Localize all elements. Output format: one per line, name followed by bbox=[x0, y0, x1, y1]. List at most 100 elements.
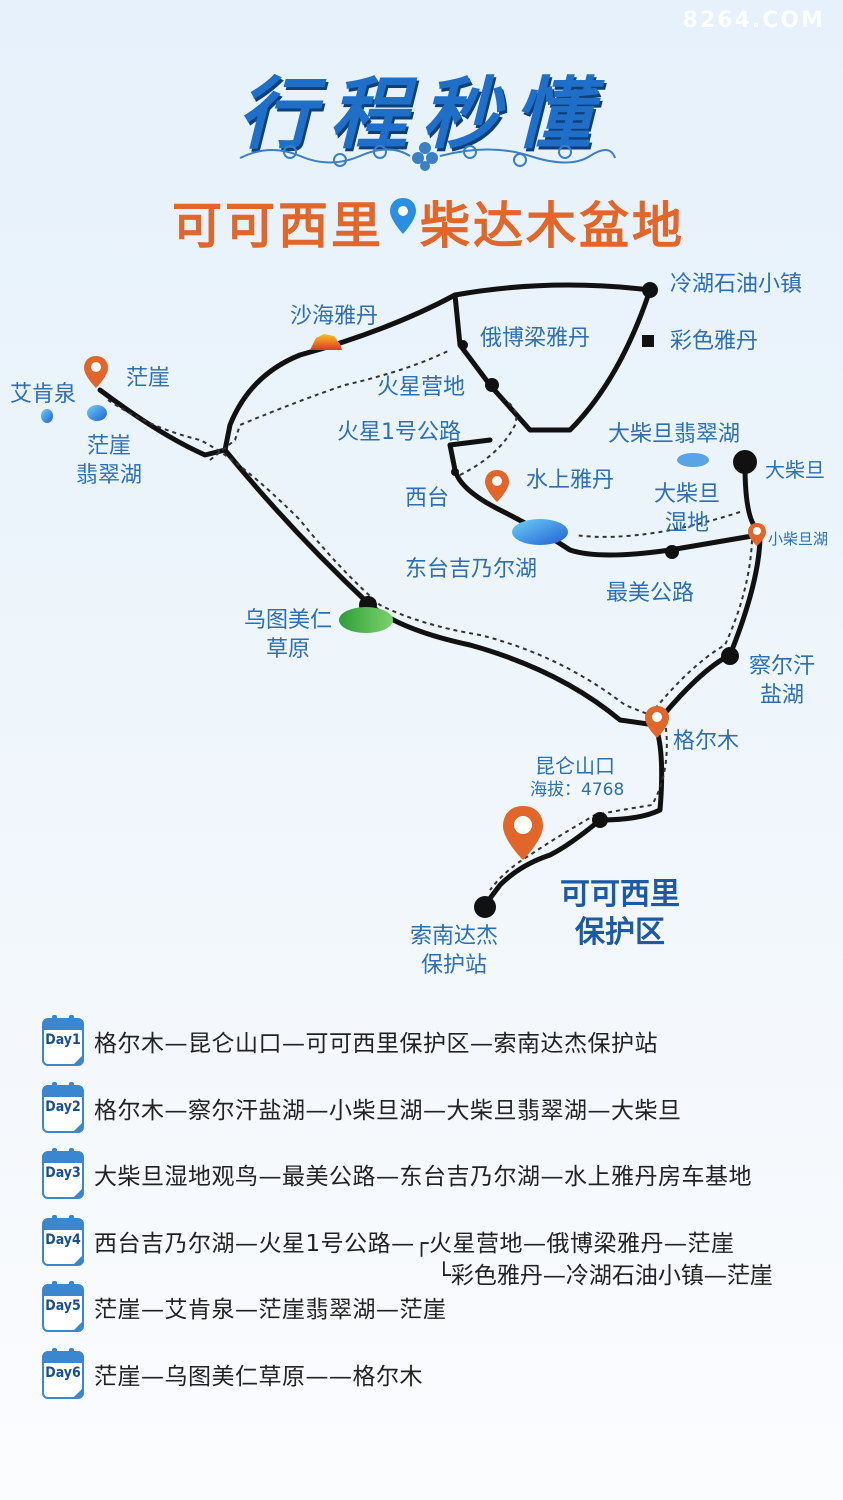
location-pin-icon bbox=[748, 523, 766, 546]
subtitle-right: 柴达木盆地 bbox=[420, 197, 685, 255]
day-label: Day3 bbox=[45, 1165, 81, 1181]
lake-icon bbox=[512, 519, 568, 545]
itinerary-route-alt: └彩色雅丹—冷湖石油小镇—茫崖 bbox=[437, 1263, 773, 1289]
calendar-icon: Day5 bbox=[42, 1281, 84, 1332]
itinerary-row-day4: Day4 西台吉乃尔湖—火星1号公路—┌火星营地—俄博梁雅丹—茫崖 └彩色雅丹—… bbox=[42, 1215, 832, 1289]
itinerary-row-day6: Day6 茫崖—乌图美仁草原——格尔木 bbox=[42, 1348, 832, 1401]
day-label: Day6 bbox=[45, 1365, 81, 1381]
location-pin-icon bbox=[503, 806, 543, 860]
day-label: Day2 bbox=[45, 1099, 81, 1115]
label-chaerhan: 察尔汗 盐湖 bbox=[742, 652, 822, 710]
label-line: 保护区 bbox=[575, 915, 665, 950]
label-huoxing-road: 火星1号公路 bbox=[337, 420, 461, 445]
label-geermu: 格尔木 bbox=[673, 729, 740, 754]
itinerary-route: 茫崖—艾肯泉—茫崖翡翠湖—茫崖 bbox=[94, 1297, 447, 1323]
label-suonan: 索南达杰 保护站 bbox=[398, 922, 510, 980]
label-line: 索南达杰 bbox=[409, 924, 498, 949]
location-pin-icon bbox=[390, 198, 416, 234]
itinerary-route: 西台吉乃尔湖—火星1号公路—┌火星营地—俄博梁雅丹—茫崖 bbox=[94, 1231, 735, 1257]
label-caise: 彩色雅丹 bbox=[670, 329, 759, 354]
label-line: 盐湖 bbox=[759, 683, 804, 708]
itinerary-row-day3: Day3 大柴旦湿地观鸟—最美公路—东台吉乃尔湖—水上雅丹房车基地 bbox=[42, 1148, 832, 1201]
page-title: 行程秒懂 bbox=[237, 70, 606, 160]
lake-icon bbox=[677, 453, 709, 467]
itinerary-route: 大柴旦湿地观鸟—最美公路—东台吉乃尔湖—水上雅丹房车基地 bbox=[94, 1164, 752, 1190]
label-aikenquan: 艾肯泉 bbox=[10, 382, 77, 407]
label-xiaochaidan: 小柴旦湖 bbox=[768, 530, 829, 548]
label-line: 湿地 bbox=[664, 511, 709, 536]
node-wetland bbox=[665, 545, 679, 559]
route-map bbox=[41, 282, 766, 918]
itinerary-route: 格尔木—察尔汗盐湖—小柴旦湖—大柴旦翡翠湖—大柴旦 bbox=[94, 1098, 682, 1124]
node-caise bbox=[642, 335, 654, 347]
label-line: 察尔汗 bbox=[748, 654, 815, 679]
label-mangya-lake: 茫崖 翡翠湖 bbox=[64, 432, 154, 490]
floral-divider bbox=[239, 142, 616, 171]
label-dongtai: 东台吉乃尔湖 bbox=[405, 557, 538, 582]
location-pin-icon bbox=[485, 470, 509, 502]
route-segment bbox=[222, 447, 658, 728]
label-line: 乌图美仁 bbox=[243, 608, 332, 633]
day-label: Day4 bbox=[45, 1232, 81, 1248]
location-pins bbox=[84, 356, 766, 860]
node-chaerhan bbox=[721, 647, 739, 665]
clover-icon bbox=[412, 142, 438, 171]
dotted-route bbox=[107, 349, 753, 891]
label-wetland: 大柴旦 湿地 bbox=[645, 480, 729, 538]
itinerary-route: 茫崖—乌图美仁草原——格尔木 bbox=[94, 1364, 423, 1390]
itinerary-route: 格尔木—昆仑山口—可可西里保护区—索南达杰保护站 bbox=[94, 1031, 658, 1057]
label-zuimei: 最美公路 bbox=[606, 581, 695, 606]
label-huoxing-camp: 火星营地 bbox=[377, 375, 466, 400]
label-dachaidan-lake: 大柴旦翡翠湖 bbox=[608, 422, 741, 447]
grassland-icon bbox=[339, 607, 393, 633]
subtitle-left: 可可西里 bbox=[172, 197, 384, 255]
label-line: 翡翠湖 bbox=[75, 463, 142, 488]
node-huoxing-camp bbox=[485, 378, 499, 392]
route-segment bbox=[222, 282, 653, 453]
route-nodes bbox=[359, 282, 757, 918]
label-kunlun: 昆仑山口 bbox=[535, 754, 615, 778]
label-shahai: 沙海雅丹 bbox=[290, 304, 379, 329]
label-line: 草原 bbox=[265, 637, 310, 662]
watermark: 8264.COM bbox=[682, 8, 825, 33]
node-dachaidan bbox=[733, 450, 757, 474]
label-wutu: 乌图美仁 草原 bbox=[232, 606, 344, 664]
label-line: 保护站 bbox=[420, 953, 487, 978]
lake-icon bbox=[41, 409, 53, 423]
calendar-icon: Day6 bbox=[42, 1348, 84, 1399]
node-ebo bbox=[458, 340, 468, 350]
label-line: 可可西里 bbox=[560, 877, 680, 912]
lake-icon bbox=[87, 405, 107, 421]
calendar-icon: Day2 bbox=[42, 1082, 84, 1133]
calendar-icon: Day1 bbox=[42, 1015, 84, 1066]
label-kekexili: 可可西里 保护区 bbox=[550, 876, 690, 952]
location-pin-icon bbox=[645, 706, 669, 738]
route-segment bbox=[447, 437, 761, 558]
itinerary-row-day2: Day2 格尔木—察尔汗盐湖—小柴旦湖—大柴旦翡翠湖—大柴旦 bbox=[42, 1082, 832, 1135]
label-line: 大柴旦 bbox=[653, 482, 720, 507]
node-kunlun bbox=[592, 812, 608, 828]
route-segment bbox=[452, 287, 653, 433]
node-xitai bbox=[451, 468, 459, 476]
yardang-icon bbox=[310, 334, 342, 350]
label-ebo: 俄博梁雅丹 bbox=[480, 326, 591, 351]
location-pin-icon bbox=[84, 356, 108, 388]
label-line: 茫崖 bbox=[86, 434, 131, 459]
label-dachaidan: 大柴旦 bbox=[765, 458, 825, 482]
route-segment bbox=[652, 462, 763, 728]
route-segment bbox=[97, 387, 228, 458]
calendar-icon: Day4 bbox=[42, 1215, 84, 1266]
label-altitude: 海拔：4768 bbox=[530, 780, 625, 800]
main-route bbox=[97, 282, 763, 908]
calendar-icon: Day3 bbox=[42, 1148, 84, 1199]
itinerary-row-day5: Day5 茫崖—艾肯泉—茫崖翡翠湖—茫崖 bbox=[42, 1281, 832, 1334]
label-shuishang: 水上雅丹 bbox=[526, 468, 615, 493]
itinerary-row-day1: Day1 格尔木—昆仑山口—可可西里保护区—索南达杰保护站 bbox=[42, 1015, 832, 1068]
label-lenghu: 冷湖石油小镇 bbox=[670, 272, 803, 297]
node-lenghu bbox=[642, 282, 658, 298]
label-xitai: 西台 bbox=[405, 486, 450, 511]
label-mangya: 茫崖 bbox=[126, 366, 171, 391]
day-label: Day5 bbox=[45, 1298, 81, 1314]
node-suonan bbox=[474, 896, 496, 918]
day-label: Day1 bbox=[45, 1032, 81, 1048]
